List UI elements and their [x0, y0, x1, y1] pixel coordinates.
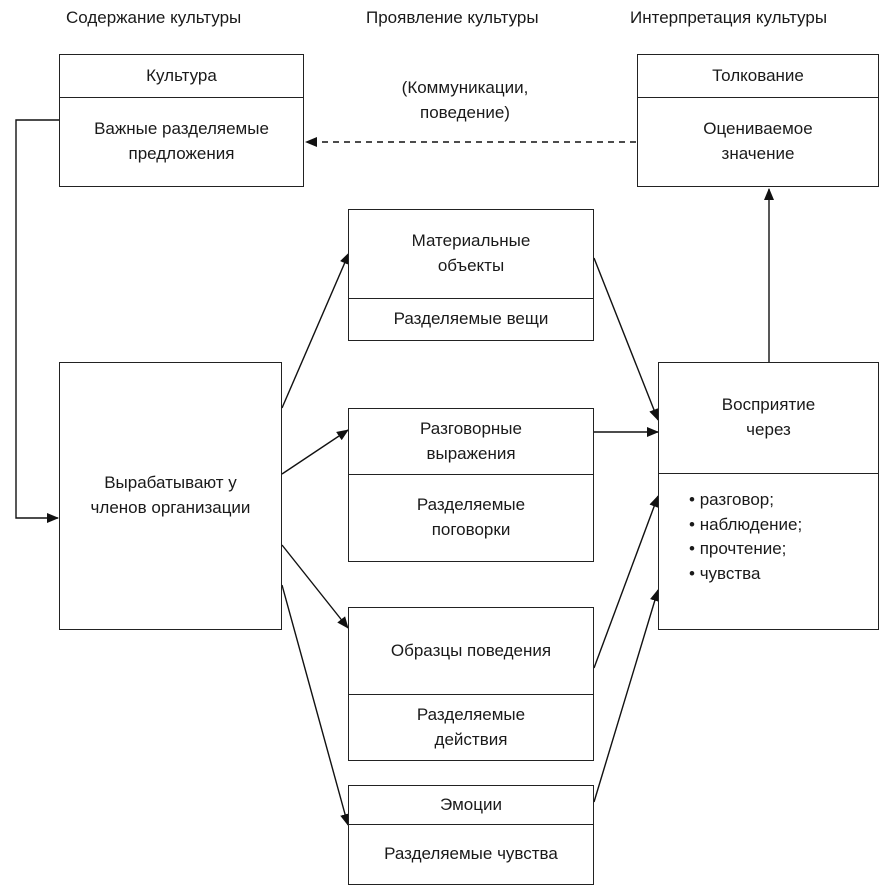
- behavior-patterns-body: Разделяемые действия: [416, 704, 526, 749]
- spoken-expressions-box: Разговорные выражения Разделяемые погово…: [348, 408, 594, 562]
- spoken-expressions-divider: [349, 474, 593, 475]
- perception-item-feelings: чувства: [689, 562, 802, 587]
- interpretation-box: Толкование Оцениваемое значение: [637, 54, 879, 187]
- material-objects-body: Разделяемые вещи: [393, 309, 549, 329]
- culture-title: Культура: [146, 65, 217, 85]
- emotions-divider: [349, 824, 593, 825]
- culture-body: Важные разделяемые предложения: [94, 119, 269, 163]
- arrow-emotion-to-perception: [593, 589, 660, 803]
- material-objects-title: Материальные объекты: [411, 231, 531, 275]
- arrow-develop-to-emotion: [281, 584, 350, 826]
- perception-box: Восприятие через разговор; наблюдение; п…: [658, 362, 879, 630]
- spoken-expressions-title: Разговорные выражения: [420, 418, 522, 463]
- header-content: Содержание культуры: [66, 8, 242, 27]
- arrow-behavior-to-perception: [593, 495, 659, 669]
- perception-list-area: разговор; наблюдение; прочтение; чувства: [659, 474, 878, 629]
- arrow-develop-to-material: [281, 252, 350, 409]
- behavior-patterns-box: Образцы поведения Разделяемые действия: [348, 607, 594, 761]
- material-objects-divider: [349, 298, 593, 299]
- perception-item-observation: наблюдение;: [689, 513, 803, 538]
- arrow-develop-to-speech: [281, 429, 349, 475]
- spoken-expressions-body: Разделяемые поговорки: [416, 495, 526, 539]
- interpretation-title: Толкование: [712, 65, 804, 85]
- develop-body: Вырабатывают у членов организации: [90, 473, 251, 517]
- communication-label: (Коммуникации, поведение): [401, 78, 529, 122]
- arrow-culture-to-develop: [15, 119, 59, 523]
- perception-list: разговор; наблюдение; прочтение; чувства: [689, 488, 803, 587]
- perception-divider: [659, 473, 878, 474]
- perception-item-talk: разговор;: [689, 488, 802, 513]
- culture-divider: [60, 97, 303, 98]
- develop-box: Вырабатывают у членов организации: [59, 362, 282, 630]
- culture-box: Культура Важные разделяемые предложения: [59, 54, 304, 187]
- behavior-patterns-title: Образцы поведения: [390, 640, 552, 660]
- emotions-body: Разделяемые чувства: [384, 844, 558, 864]
- header-interpretation: Интерпретация культуры: [630, 8, 828, 27]
- emotions-box: Эмоции Разделяемые чувства: [348, 785, 594, 885]
- perception-title: Восприятие через: [721, 395, 816, 439]
- interpretation-body: Оцениваемое значение: [703, 119, 813, 163]
- emotions-title: Эмоции: [440, 794, 502, 814]
- material-objects-box: Материальные объекты Разделяемые вещи: [348, 209, 594, 341]
- arrow-material-to-perception: [593, 257, 659, 421]
- arrow-develop-to-behavior: [281, 544, 349, 629]
- interpretation-divider: [638, 97, 878, 98]
- perception-item-reading: прочтение;: [689, 537, 802, 562]
- header-manifestation: Проявление культуры: [366, 8, 539, 27]
- behavior-patterns-divider: [349, 694, 593, 695]
